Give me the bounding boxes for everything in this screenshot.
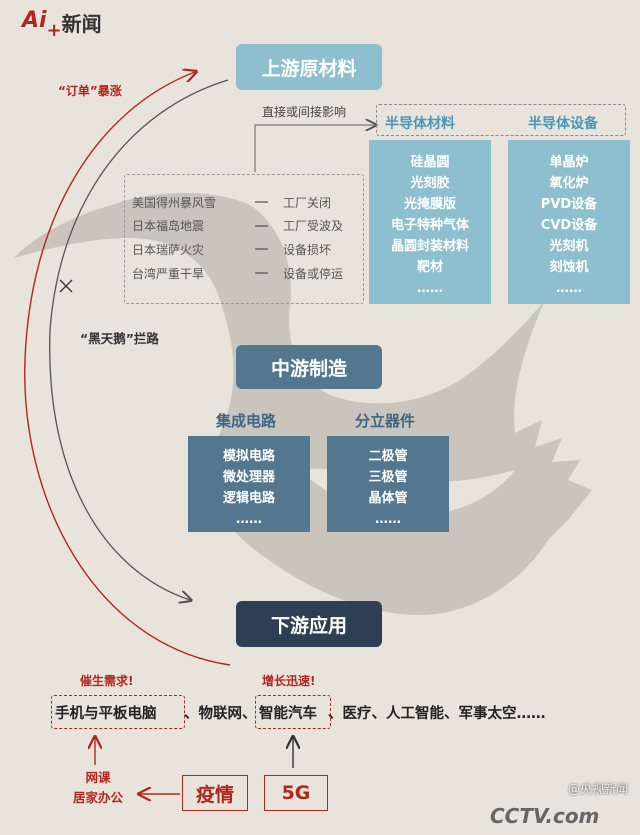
- discrete-item: ……: [375, 512, 401, 527]
- cctv-watermark: CCTV.com: [490, 804, 600, 828]
- ic-title: 集成电路: [216, 412, 277, 430]
- discrete-item: 晶体管: [368, 491, 408, 506]
- discrete-item: 二极管: [368, 449, 408, 464]
- cars-frame: [255, 695, 331, 729]
- cars-text: 智能汽车: [259, 706, 317, 722]
- event-cause: 日本福岛地震: [132, 219, 205, 233]
- logo-plus: +: [46, 20, 62, 41]
- equipment-item: 刻蚀机: [549, 260, 589, 275]
- event-cause: 美国得州暴风雪: [132, 196, 217, 210]
- materials-item: 靶材: [416, 260, 443, 275]
- events-frame: [124, 174, 364, 304]
- logo-text: 新闻: [61, 12, 102, 36]
- downstream-title: 下游应用: [236, 601, 382, 647]
- midstream-title: 中游制造: [236, 345, 382, 389]
- logo-ai: Ai: [22, 8, 47, 33]
- demand-label: 催生需求!: [80, 674, 134, 688]
- logo: Ai + 新闻: [22, 8, 102, 41]
- category-frame: [376, 104, 626, 136]
- event-effect: 设备损坏: [283, 243, 332, 257]
- fiveg-box: 5G: [264, 775, 328, 811]
- orders-arrow: [24, 72, 231, 666]
- orders-label: “订单”暴涨: [58, 84, 122, 98]
- discrete-list: 二极管三极管晶体管 ……: [327, 436, 449, 532]
- ic-item: ……: [236, 512, 262, 527]
- upstream-title: 上游原材料: [236, 44, 382, 90]
- phones-frame: [51, 695, 185, 729]
- materials-list: 硅晶圆光刻胶光掩膜版电子特种气体晶圆封装材料靶材 ……: [369, 140, 491, 304]
- weibo-watermark: @央视新闻: [568, 782, 629, 796]
- equipment-item: CVD设备: [540, 218, 598, 233]
- event-effect: 工厂受波及: [283, 219, 344, 233]
- black-swan-arrow: [49, 79, 229, 600]
- ic-item: 微处理器: [222, 470, 275, 485]
- others-text: 、医疗、人工智能、军事太空……: [328, 706, 546, 722]
- event-cause: 台湾严重干旱: [132, 267, 205, 281]
- event-effect: 工厂关闭: [283, 196, 332, 210]
- materials-item: 光刻胶: [410, 176, 450, 191]
- ic-item: 模拟电路: [222, 449, 275, 464]
- materials-item: ……: [417, 281, 443, 296]
- equipment-item: PVD设备: [540, 197, 598, 212]
- equipment-item: ……: [556, 281, 582, 296]
- iot-text: 、物联网、: [184, 706, 257, 722]
- pandemic-box: 疫情: [182, 775, 248, 811]
- discrete-title: 分立器件: [355, 412, 416, 430]
- influence-label: 直接或间接影响: [262, 105, 347, 119]
- black-swan-label: “黑天鹅”拦路: [80, 331, 159, 346]
- equipment-item: 氧化炉: [549, 176, 589, 191]
- discrete-item: 三极管: [368, 470, 408, 485]
- growth-label: 增长迅速!: [262, 674, 316, 688]
- online-text: 网课 居家办公: [72, 770, 123, 805]
- equipment-item: 单晶炉: [549, 155, 589, 170]
- materials-item: 晶圆封装材料: [390, 239, 469, 254]
- materials-item: 光掩膜版: [403, 197, 456, 212]
- ic-list: 模拟电路微处理器逻辑电路 ……: [188, 436, 310, 532]
- equipment-list: 单晶炉氧化炉 PVD设备 CVD设备光刻机刻蚀机 ……: [508, 140, 630, 304]
- phones-text: 手机与平板电脑: [55, 706, 157, 722]
- equipment-title: 半导体设备: [528, 116, 598, 132]
- materials-title: 半导体材料: [385, 116, 455, 132]
- materials-item: 硅晶圆: [410, 155, 450, 170]
- equipment-item: 光刻机: [549, 239, 589, 254]
- event-cause: 日本瑞萨火灾: [132, 243, 205, 257]
- ic-item: 逻辑电路: [222, 491, 275, 506]
- event-effect: 设备或停运: [283, 267, 344, 281]
- materials-item: 电子特种气体: [390, 218, 469, 233]
